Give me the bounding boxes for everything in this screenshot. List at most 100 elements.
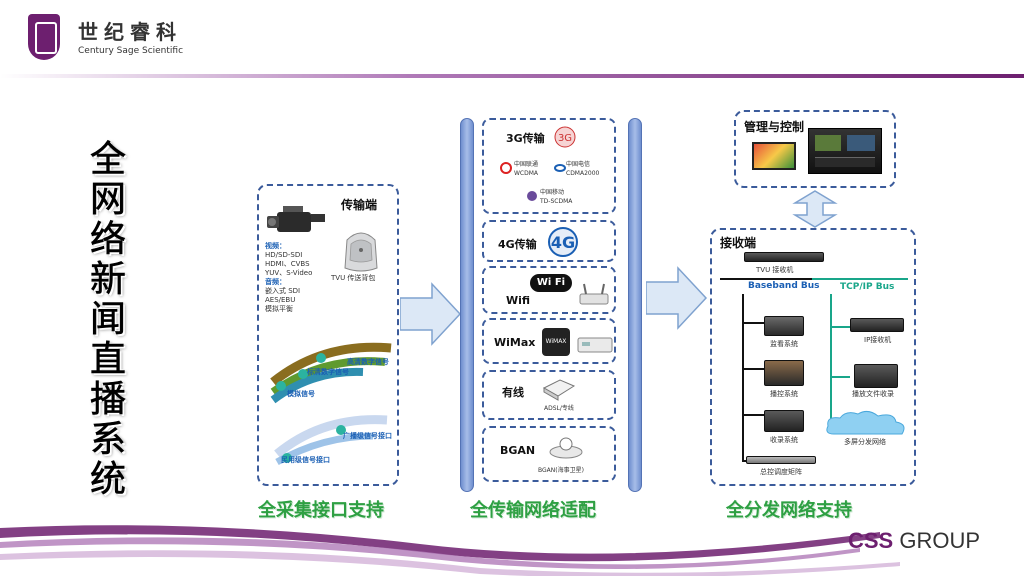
ip-item-label: 播放文件收录 [852, 390, 894, 398]
arrow-label: 标清数字信号 [307, 368, 349, 376]
network-4g-label: 4G传输 [498, 238, 537, 251]
backpack-icon [344, 232, 378, 272]
adsl-label: ADSL/专线 [544, 405, 574, 412]
vertical-title: 全 网 络 新 闻 直 播 系 统 [86, 139, 130, 500]
network-wired: 有线 ADSL/专线 [482, 370, 616, 420]
title-char: 系 [89, 419, 127, 460]
wimax-logo: WiMAX [542, 328, 570, 356]
flow-arrow-right-icon [400, 282, 462, 346]
transmit-panel-title: 传输端 [341, 198, 378, 212]
signal-spec-list: 视频： HD/SD-SDI HDMI、CVBS YUV、S-Video 音频： … [265, 242, 312, 314]
caption-transmission: 全传输网络适配 [470, 500, 596, 521]
audio-spec: 模拟平衡 [265, 305, 293, 313]
tcpip-bus-label: TCP/IP Bus [840, 282, 895, 292]
footer-brand-css: CSS [848, 528, 894, 553]
backpack-label: TVU 传送背包 [331, 274, 376, 282]
svg-text:4G: 4G [551, 233, 575, 252]
arrow-label: 广播级信号接口 [343, 432, 392, 440]
footer-swoosh [0, 525, 900, 576]
caption-distribution: 全分发网络支持 [726, 500, 852, 521]
network-wifi: Wifi Wi Fi [482, 266, 616, 314]
camera-icon [267, 206, 325, 232]
video-heading: 视频： [265, 242, 286, 250]
svg-text:3G: 3G [558, 133, 572, 144]
ip-bus-line [830, 294, 832, 434]
signal-arrows-graphic [270, 342, 392, 466]
bgan-label: BGAN(海事卫星) [538, 467, 584, 474]
telecom-logo-icon [554, 164, 566, 172]
3g-icon: 3G [554, 126, 576, 148]
brand-name-en: Century Sage Scientific [78, 46, 184, 56]
network-wimax-label: WiMax [494, 336, 536, 349]
receiver-panel: 接收端 TVU 接收机 Baseband Bus TCP/IP Bus 监看系统… [710, 228, 916, 486]
brand-name-cn: 世纪睿科 [78, 20, 182, 44]
baseband-item-label: 收录系统 [770, 436, 798, 444]
audio-spec: AES/EBU [265, 296, 296, 304]
footer-brand-group: GROUP [899, 528, 981, 553]
baseband-item-label: 监看系统 [770, 340, 798, 348]
title-char: 全 [89, 139, 127, 180]
title-char: 网 [89, 179, 127, 220]
wifi-logo: Wi Fi [530, 274, 572, 292]
unicom-logo-icon [500, 162, 512, 174]
management-panel: 管理与控制 [734, 110, 896, 188]
adsl-device-icon [542, 379, 576, 401]
carrier-mobile: 中国移动 TD-SCDMA [540, 189, 573, 205]
title-char: 播 [89, 379, 127, 420]
header-divider [0, 74, 1024, 78]
network-wimax: WiMax WiMAX [482, 318, 616, 364]
title-char: 络 [89, 219, 127, 260]
satellite-terminal-icon [549, 437, 583, 459]
baseband-item-label: 总控调度矩阵 [760, 468, 802, 476]
title-char: 闻 [89, 299, 127, 340]
ip-receiver-icon [850, 318, 904, 332]
baseband-item-label: 播控系统 [770, 390, 798, 398]
bidirectional-arrow-icon [792, 190, 838, 228]
title-char: 统 [89, 459, 127, 500]
ip-item-label: 多屏分发网络 [844, 438, 886, 446]
title-char: 新 [89, 259, 127, 300]
bus-line [742, 322, 764, 324]
flow-arrow-right-icon [646, 266, 708, 330]
transmit-panel: 传输端 TVU 传送背包 视频： HD/SD-SDI HDMI、CVBS YUV… [257, 184, 399, 486]
carrier-unicom: 中国联通 WCDMA [514, 161, 539, 177]
title-char: 直 [89, 339, 127, 380]
file-recording-icon [854, 364, 898, 388]
video-spec: HDMI、CVBS [265, 260, 310, 268]
mobile-logo-icon [527, 191, 537, 201]
monitoring-system-icon [764, 316, 804, 336]
arrow-label: 民用级信号接口 [281, 456, 330, 464]
network-pillar-left [460, 118, 474, 492]
network-bgan: BGAN BGAN(海事卫星) [482, 426, 616, 482]
playout-system-icon [764, 360, 804, 386]
company-logo [28, 14, 60, 60]
tvu-receiver-label: TVU 接收机 [756, 266, 794, 274]
ingest-system-icon [764, 410, 804, 432]
management-title: 管理与控制 [744, 120, 805, 134]
network-4g: 4G传输 4G [482, 220, 616, 262]
bus-line [742, 368, 764, 370]
baseband-bus-label: Baseband Bus [748, 281, 820, 291]
ip-bus-line [830, 326, 850, 328]
audio-heading: 音频： [265, 278, 286, 286]
control-screen-icon [808, 128, 882, 174]
video-spec: YUV、S-Video [265, 269, 313, 277]
video-spec: HD/SD-SDI [265, 251, 303, 259]
router-icon [579, 283, 609, 305]
carrier-telecom: 中国电信 CDMA2000 [566, 161, 600, 177]
tvu-receiver-icon [744, 252, 824, 262]
network-pillar-right [628, 118, 642, 492]
network-wired-label: 有线 [502, 386, 524, 399]
audio-spec: 嵌入式 SDI [265, 287, 301, 295]
arrow-label: 高清数字信号 [347, 358, 389, 366]
receiver-title: 接收端 [720, 236, 757, 250]
network-bgan-label: BGAN [500, 444, 536, 457]
network-3g-label: 3G传输 [506, 132, 545, 145]
master-control-matrix-icon [746, 456, 816, 464]
bus-line [742, 294, 744, 462]
wimax-modem-icon [577, 337, 613, 353]
caption-collection: 全采集接口支持 [258, 500, 384, 521]
arrow-label: 模拟信号 [287, 390, 315, 398]
network-wifi-label: Wifi [506, 294, 531, 307]
cloud-icon [826, 410, 905, 435]
